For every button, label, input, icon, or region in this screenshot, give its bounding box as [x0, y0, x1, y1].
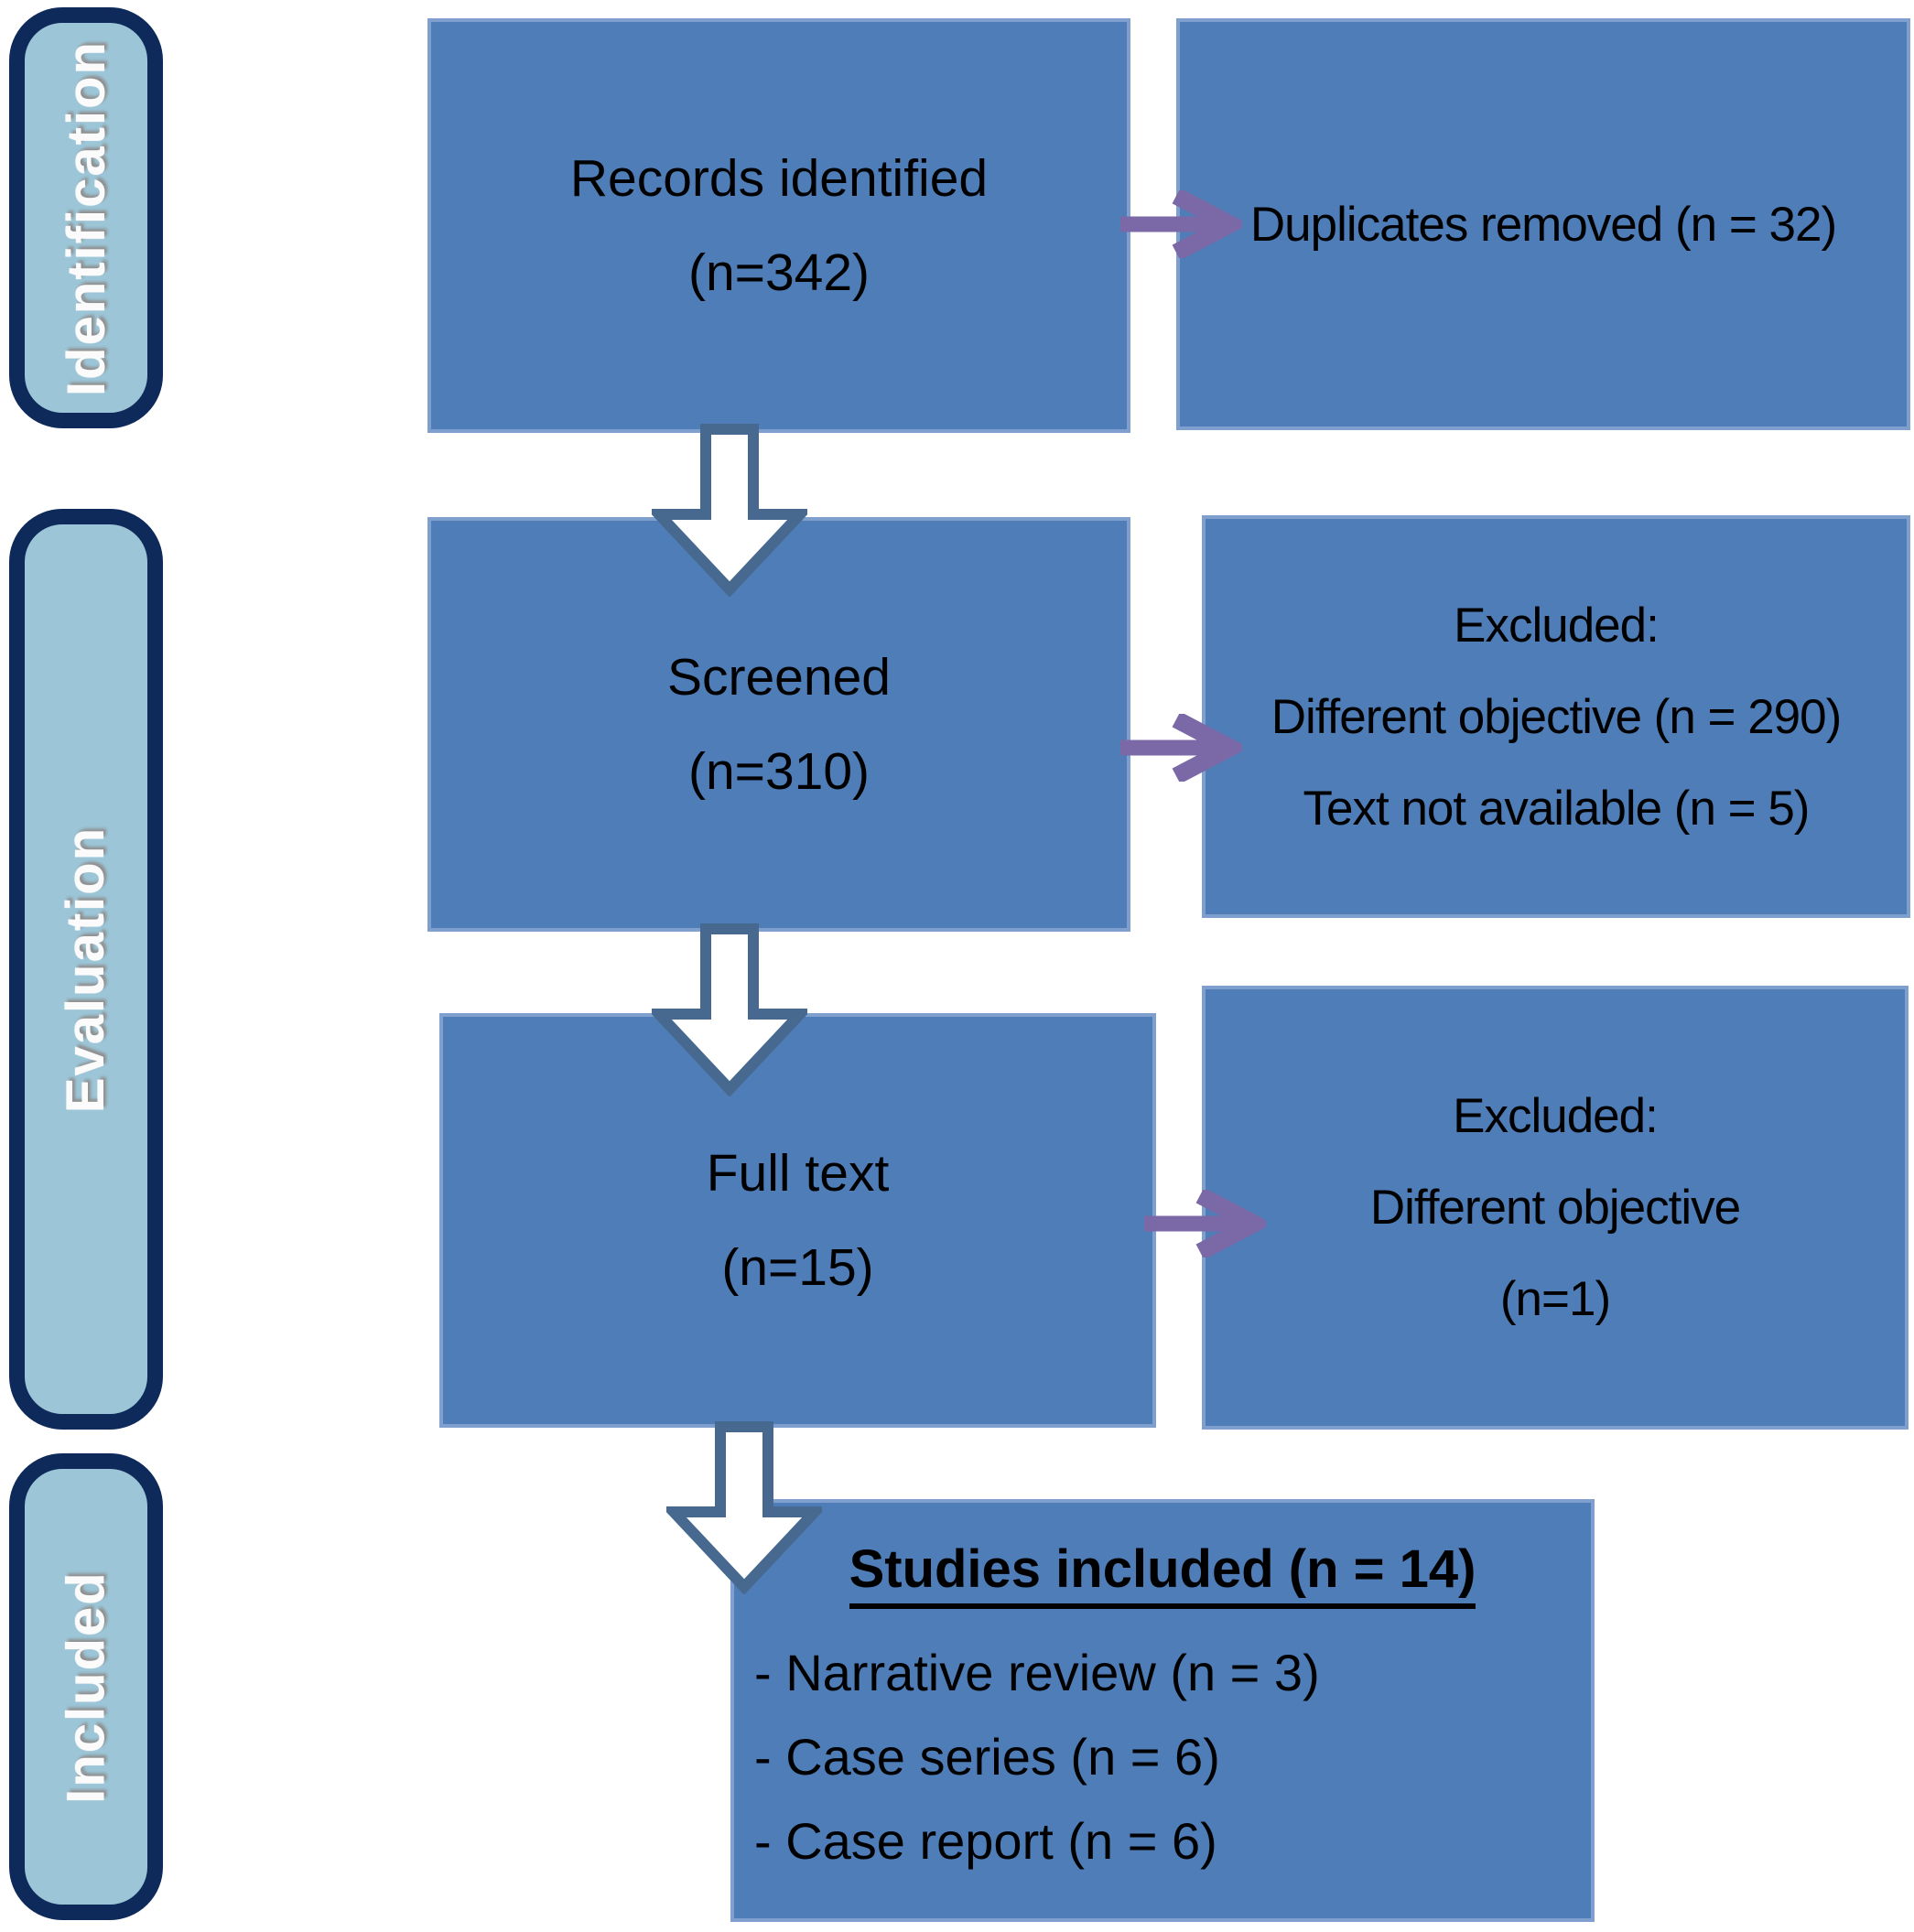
box-excluded-screening-line-3: Text not available (n = 5): [1303, 781, 1811, 836]
studies-included-item-3: - Case report (n = 6): [754, 1812, 1217, 1870]
stage-identification: Identification: [9, 7, 163, 428]
box-screened-line-2: (n=310): [687, 741, 870, 801]
down-arrow-icon: [646, 423, 813, 598]
box-records-line-2: (n=342): [687, 243, 870, 302]
stage-evaluation: Evaluation: [9, 509, 163, 1430]
box-duplicates-line-1: Duplicates removed (n = 32): [1249, 197, 1837, 252]
studies-included-list: - Narrative review (n = 3) - Case series…: [734, 1647, 1591, 1900]
studies-included-title-text: Studies included (n = 14): [849, 1543, 1476, 1609]
box-screened: Screened (n=310): [427, 517, 1130, 932]
box-excluded-full-text: Excluded: Different objective (n=1): [1202, 986, 1909, 1430]
box-full-text-line-1: Full text: [706, 1143, 890, 1203]
box-records-line-1: Records identified: [569, 148, 989, 208]
box-excluded-full-text-line-2: Different objective: [1369, 1181, 1741, 1235]
box-excluded-screening: Excluded: Different objective (n = 290) …: [1202, 515, 1910, 918]
box-studies-included: Studies included (n = 14) - Narrative re…: [730, 1499, 1595, 1922]
box-records-identified: Records identified (n=342): [427, 18, 1130, 433]
down-arrow-icon: [661, 1420, 827, 1595]
stage-included: Included: [9, 1453, 163, 1920]
right-arrow-icon: [1119, 188, 1249, 261]
box-screened-line-1: Screened: [666, 647, 891, 707]
down-arrow-icon: [646, 923, 813, 1097]
studies-included-title: Studies included (n = 14): [849, 1543, 1476, 1609]
box-excluded-full-text-line-3: (n=1): [1499, 1272, 1611, 1326]
right-arrow-icon: [1142, 1187, 1273, 1260]
box-excluded-screening-line-2: Different objective (n = 290): [1271, 689, 1843, 744]
right-arrow-icon: [1119, 711, 1249, 784]
stage-identification-label: Identification: [56, 39, 116, 396]
box-excluded-screening-line-1: Excluded:: [1454, 598, 1660, 653]
stage-included-label: Included: [56, 1570, 116, 1804]
studies-included-item-2: - Case series (n = 6): [754, 1728, 1220, 1786]
box-duplicates-removed: Duplicates removed (n = 32): [1176, 18, 1910, 430]
box-full-text-line-2: (n=15): [721, 1237, 874, 1297]
box-excluded-full-text-line-1: Excluded:: [1453, 1089, 1659, 1143]
studies-included-item-1: - Narrative review (n = 3): [754, 1644, 1320, 1701]
stage-evaluation-label: Evaluation: [56, 826, 116, 1113]
